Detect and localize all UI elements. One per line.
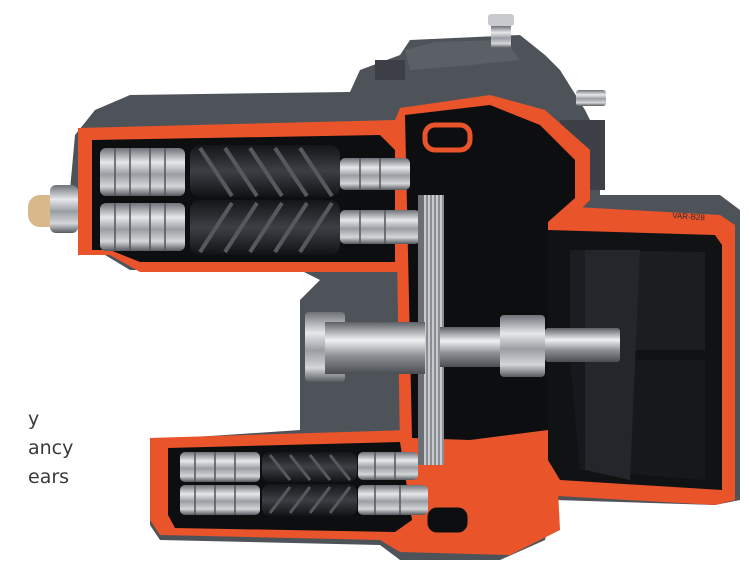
lower-rotor-pair xyxy=(262,452,357,516)
caption-text: y ancy ears xyxy=(28,405,88,492)
caption-line-2: ancy xyxy=(28,437,74,459)
lower-bearings xyxy=(180,452,428,515)
inlet-interior xyxy=(570,250,705,480)
caption-line-1: y xyxy=(28,408,40,430)
drive-shaft xyxy=(305,312,620,382)
caption-line-3: ears xyxy=(28,466,70,488)
top-fitting xyxy=(488,14,514,48)
upper-rotor-pair xyxy=(190,145,340,255)
housing-marking: VAR-B28 xyxy=(672,211,706,222)
upper-bearings xyxy=(100,148,420,251)
right-valve xyxy=(576,90,606,106)
left-port-fitting xyxy=(28,185,78,233)
